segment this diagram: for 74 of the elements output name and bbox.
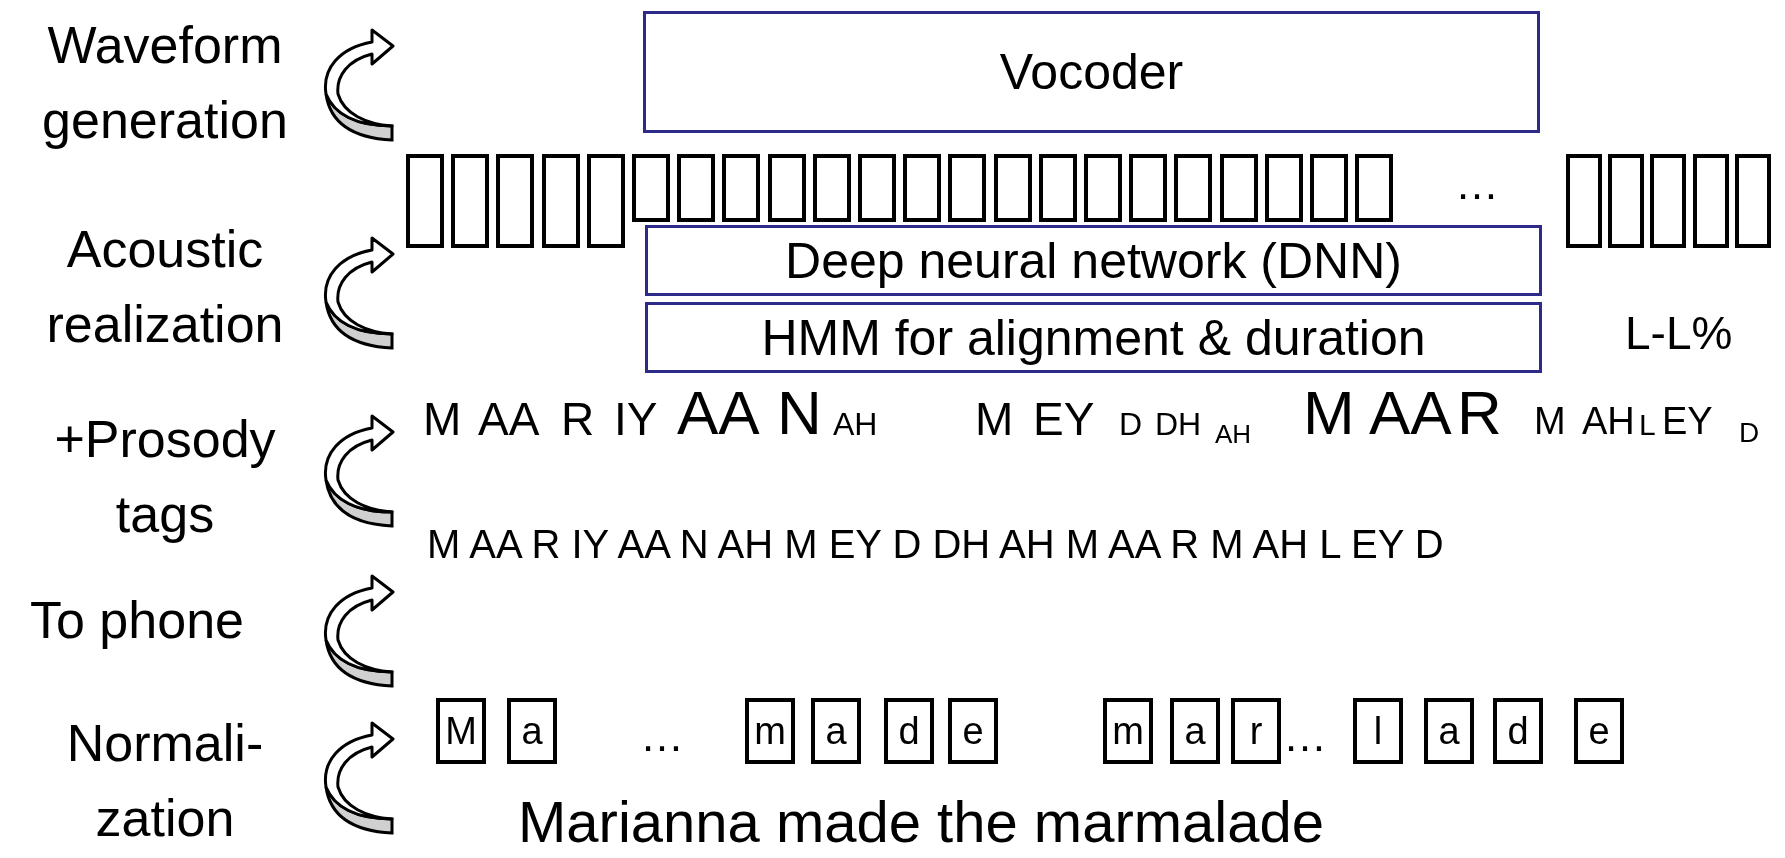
frame-box	[496, 154, 535, 248]
prosody-phone: M	[1534, 401, 1566, 443]
module-box: HMM for alignment & duration	[645, 302, 1542, 373]
prosody-phone: AA	[1369, 378, 1452, 448]
frame-box	[1734, 154, 1771, 248]
prosody-phone: M	[975, 393, 1014, 445]
prosody-phone: AH	[833, 406, 878, 442]
frame-box	[1566, 154, 1602, 248]
prosody-phone: D	[1119, 406, 1143, 442]
frame-box	[812, 154, 851, 222]
character-box: a	[1170, 698, 1220, 764]
character-box: M	[436, 698, 486, 764]
ellipsis: …	[640, 712, 684, 761]
module-box: Vocoder	[643, 11, 1540, 133]
prosody-phone: AH	[1215, 420, 1252, 449]
frame-box	[1692, 154, 1729, 248]
frame-box	[722, 154, 761, 222]
frame-box	[858, 154, 896, 222]
frame-box	[767, 154, 806, 222]
character-box: a	[811, 698, 861, 764]
module-box: Deep neural network (DNN)	[645, 225, 1542, 296]
frame-box	[1355, 154, 1394, 222]
character-box: a	[507, 698, 557, 764]
character-box: m	[1103, 698, 1153, 764]
frame-box	[1264, 154, 1303, 222]
prosody-phone: AA	[677, 378, 760, 448]
frame-box	[1219, 154, 1258, 222]
prosody-phone: R	[561, 393, 595, 445]
prosody-phone: IY	[614, 393, 658, 445]
frame-box	[993, 154, 1032, 222]
prosody-phone: DH	[1155, 406, 1202, 442]
prosody-phone: M	[423, 393, 462, 445]
character-box: d	[1493, 698, 1543, 764]
frame-box	[1084, 154, 1122, 222]
frame-box	[541, 154, 580, 248]
character-box: a	[1424, 698, 1474, 764]
ellipsis: …	[1283, 712, 1327, 761]
frame-box	[1129, 154, 1168, 222]
frame-box	[1310, 154, 1348, 222]
frame-box	[406, 154, 444, 248]
character-box: l	[1353, 698, 1403, 764]
prosody-phone: AH	[1582, 401, 1635, 443]
frame-box	[1174, 154, 1213, 222]
prosody-phone: AA	[478, 393, 540, 445]
prosody-phone: L	[1639, 408, 1656, 442]
stage-label: Waveform generation	[41, 15, 289, 152]
prosody-phone: N	[777, 378, 822, 448]
character-box: e	[1574, 698, 1624, 764]
character-box: e	[948, 698, 998, 764]
tone-label: L-L%	[1625, 308, 1733, 359]
character-box: d	[884, 698, 934, 764]
frame-box	[586, 154, 625, 248]
frame-box	[1038, 154, 1077, 222]
frame-box	[632, 154, 670, 222]
frame-box	[948, 154, 987, 222]
input-sentence: Marianna made the marmalade	[518, 790, 1324, 854]
character-box: r	[1231, 698, 1281, 764]
frame-box	[903, 154, 942, 222]
prosody-phone: D	[1739, 418, 1760, 450]
prosody-phone: EY	[1662, 401, 1713, 443]
stage-label: Acoustic realization	[45, 219, 285, 356]
frame-box	[451, 154, 490, 248]
frame-box	[677, 154, 716, 222]
character-box: m	[745, 698, 795, 764]
phone-sequence: M AA R IY AA N AH M EY D DH AH M AA R M AH L EY D	[427, 522, 1444, 566]
ellipsis: …	[1455, 160, 1499, 209]
frame-box	[1650, 154, 1687, 248]
stage-label: Normali- zation	[65, 713, 265, 850]
stage-label: To phone	[30, 590, 244, 651]
prosody-phone: R	[1457, 378, 1502, 448]
frame-box	[1608, 154, 1645, 248]
stage-label: +Prosody tags	[53, 409, 277, 546]
prosody-phone: EY	[1033, 393, 1095, 445]
prosody-phone: M	[1303, 378, 1355, 448]
